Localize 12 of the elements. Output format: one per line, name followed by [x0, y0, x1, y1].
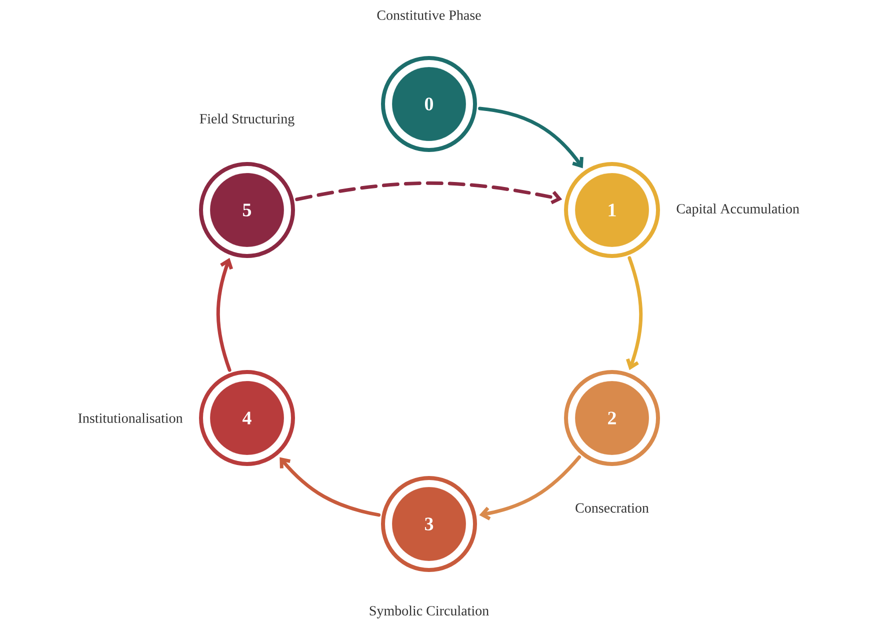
arrow — [280, 457, 381, 517]
step-label: Consecration — [576, 503, 649, 513]
step-label: Institutionalisation — [78, 413, 183, 423]
step-label: Symbolic Circulation — [370, 606, 489, 618]
arrow — [479, 455, 582, 520]
arrow — [295, 181, 562, 204]
step-label: Field Structuring — [200, 114, 294, 126]
arrow — [216, 258, 234, 372]
step-label: Capital Accumulation — [676, 204, 800, 216]
arrow — [626, 256, 643, 370]
arrow — [478, 106, 584, 168]
step-label: Constitutive Phase — [377, 10, 481, 20]
